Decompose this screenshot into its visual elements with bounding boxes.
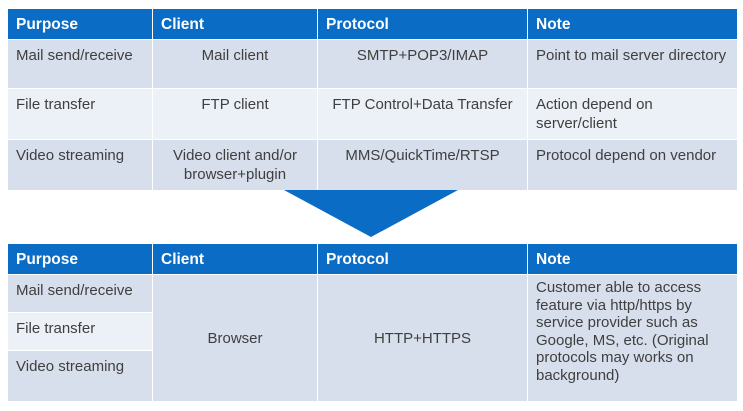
- note-cell: Protocol depend on vendor: [527, 139, 738, 191]
- note-cell: Customer able to access feature via http…: [527, 274, 738, 402]
- table-row: Video streaming: [7, 350, 738, 402]
- client-cell: Mail client: [152, 39, 318, 89]
- header-protocol: Protocol: [317, 243, 528, 275]
- header-note: Note: [527, 8, 738, 40]
- header-protocol: Protocol: [317, 8, 528, 40]
- protocol-cell: HTTP+HTTPS: [317, 274, 528, 402]
- header-purpose: Purpose: [7, 243, 153, 275]
- purpose-cell: Mail send/receive: [7, 39, 153, 89]
- header-purpose: Purpose: [7, 8, 153, 40]
- header-row: Purpose Client Protocol Note: [7, 8, 738, 40]
- header-client: Client: [152, 8, 318, 40]
- down-arrow-icon: [284, 190, 458, 237]
- purpose-cell: Video streaming: [7, 139, 153, 191]
- before-table: Purpose Client Protocol Note Mail send/r…: [7, 8, 738, 191]
- header-client: Client: [152, 243, 318, 275]
- purpose-cell: Mail send/receive: [7, 274, 153, 313]
- purpose-cell: Video streaming: [7, 350, 153, 402]
- protocol-cell: SMTP+POP3/IMAP: [317, 39, 528, 89]
- header-note: Note: [527, 243, 738, 275]
- table-row: Mail send/receive Browser HTTP+HTTPS Cus…: [7, 274, 738, 402]
- client-cell: Video client and/or browser+plugin: [152, 139, 318, 191]
- note-cell: Action depend on server/client: [527, 88, 738, 140]
- purpose-cell: File transfer: [7, 88, 153, 140]
- note-cell: Point to mail server directory: [527, 39, 738, 89]
- client-cell: Browser: [152, 274, 318, 402]
- table-row: Mail send/receive Mail client SMTP+POP3/…: [7, 39, 738, 89]
- protocol-cell: FTP Control+Data Transfer: [317, 88, 528, 140]
- table-row: File transfer FTP client FTP Control+Dat…: [7, 88, 738, 140]
- protocol-cell: MMS/QuickTime/RTSP: [317, 139, 528, 191]
- table-row: File transfer: [7, 312, 738, 351]
- client-cell: FTP client: [152, 88, 318, 140]
- after-table: Purpose Client Protocol Note Mail send/r…: [7, 243, 738, 402]
- header-row: Purpose Client Protocol Note: [7, 243, 738, 275]
- table-row: Video streaming Video client and/or brow…: [7, 139, 738, 191]
- purpose-cell: File transfer: [7, 312, 153, 351]
